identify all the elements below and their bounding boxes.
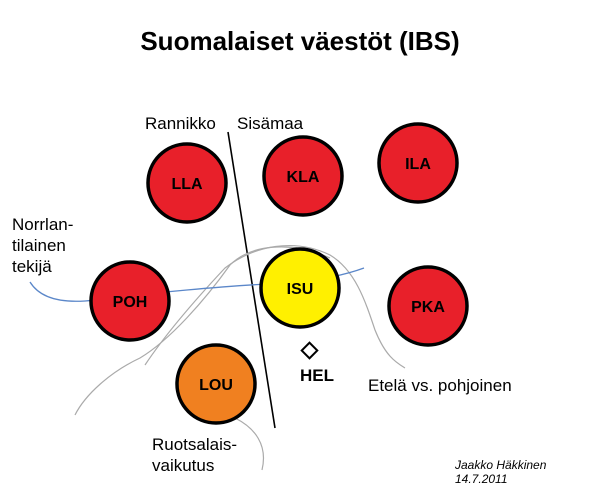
coast-inland-divider — [227, 131, 276, 429]
population-circle-poh — [89, 260, 171, 342]
diagram-title: Suomalaiset väestöt (IBS) — [140, 26, 460, 56]
population-circle-kla — [262, 135, 344, 217]
population-circle-ila — [377, 122, 459, 204]
population-circle-lla — [146, 142, 228, 224]
label-norrland-factor: Norrlan- tilainen tekijä — [12, 215, 74, 276]
swedish-influence-hook — [234, 417, 264, 471]
population-label-isu: ISU — [287, 281, 314, 298]
population-label-ila: ILA — [405, 156, 431, 173]
population-circle-isu — [259, 247, 341, 329]
credit: Jaakko Häkkinen 14.7.2011 — [455, 458, 546, 486]
label-swedish-influence: Ruotsalais- vaikutus — [152, 435, 238, 475]
population-circle-lou — [175, 343, 257, 425]
helsinki-marker — [300, 341, 319, 360]
population-circle-pka — [387, 265, 469, 347]
label-south-vs-north: Etelä vs. pohjoinen — [368, 376, 512, 395]
label-coast: Rannikko — [145, 114, 216, 133]
population-label-poh: POH — [113, 294, 148, 311]
population-label-lla: LLA — [171, 176, 203, 193]
population-label-pka: PKA — [411, 299, 445, 316]
population-label-lou: LOU — [199, 377, 233, 394]
south-north-line — [144, 244, 406, 369]
population-label-kla: KLA — [287, 169, 320, 186]
credit-author: Jaakko Häkkinen — [455, 458, 547, 472]
label-helsinki: HEL — [300, 366, 334, 385]
credit-date: 14.7.2011 — [455, 472, 508, 486]
label-inland: Sisämaa — [237, 114, 304, 133]
